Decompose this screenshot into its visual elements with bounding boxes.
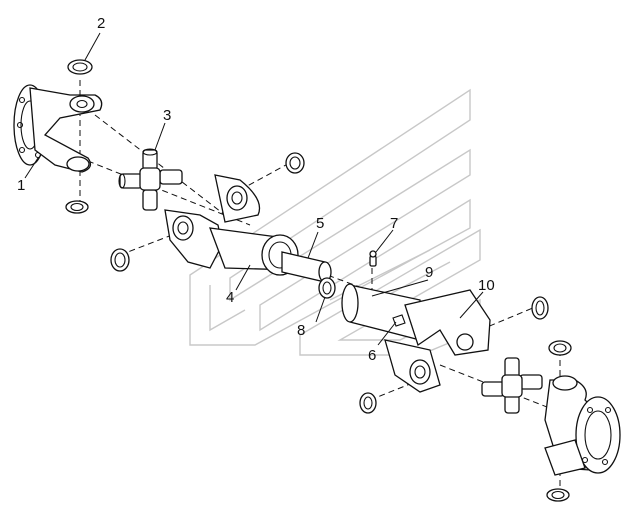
callout-7: 7 xyxy=(390,215,398,232)
universal-joint-cross-right xyxy=(481,357,543,414)
callout-8: 8 xyxy=(297,322,305,339)
callout-1: 1 xyxy=(17,177,25,194)
snap-ring-2b xyxy=(65,200,89,214)
callout-4: 4 xyxy=(226,289,234,306)
flange-yoke-right xyxy=(544,375,621,476)
snap-ring-left-lower xyxy=(110,248,130,272)
grease-fitting xyxy=(369,250,377,267)
snap-ring-right-upper xyxy=(531,296,549,320)
snap-ring-left-upper xyxy=(285,152,305,174)
leader-lines xyxy=(24,32,484,346)
shaft xyxy=(281,251,332,283)
tube-yoke xyxy=(341,283,491,393)
callout-9: 9 xyxy=(425,264,433,281)
snap-ring-right-bottom xyxy=(546,488,570,502)
flange-yoke-left xyxy=(13,84,103,173)
callout-labels: 2 3 1 4 5 7 9 10 8 6 xyxy=(17,15,495,364)
callout-5: 5 xyxy=(316,215,324,232)
callout-3: 3 xyxy=(163,107,171,124)
universal-joint-cross-left xyxy=(118,148,183,211)
callout-2: 2 xyxy=(97,15,105,32)
slip-yoke xyxy=(164,174,299,276)
snap-ring-right-top xyxy=(548,340,572,356)
callout-10: 10 xyxy=(478,277,495,294)
ring xyxy=(318,277,336,299)
callout-6: 6 xyxy=(368,347,376,364)
snap-ring-right-lower xyxy=(359,392,377,414)
snap-ring-2a xyxy=(67,59,93,75)
